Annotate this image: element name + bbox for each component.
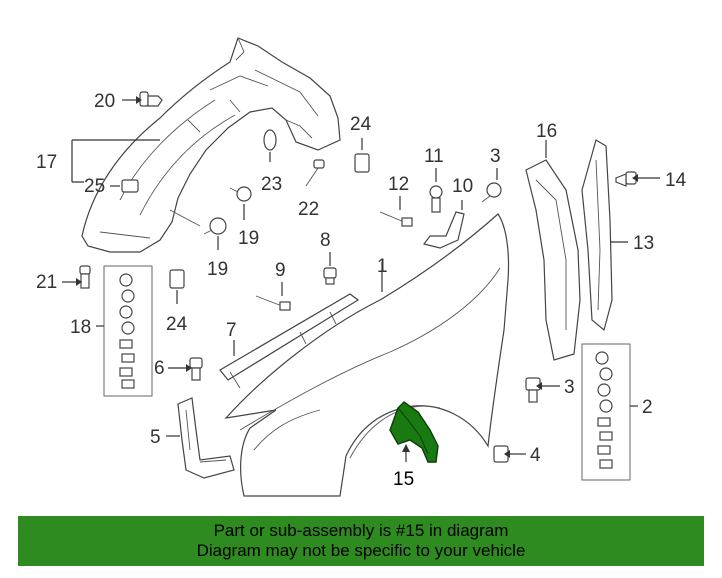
label-21: 21 [36,272,57,293]
part-13-seal [581,139,613,332]
label-6: 6 [154,358,165,379]
leader-arrowheads [76,96,638,458]
arrow-15-icon [402,444,410,452]
part-20-clip [139,91,163,107]
label-8: 8 [320,230,331,251]
part-16-strip [525,159,581,361]
part-5-bracket [177,397,235,479]
label-19-lower: 19 [207,259,228,280]
part-6-bolt [189,357,203,381]
part-3-bolt-upper [481,182,502,203]
part-19-bolt-lower [203,217,227,235]
label-17: 17 [36,152,57,173]
label-12: 12 [388,174,409,195]
label-3-upper: 3 [490,146,501,167]
part-3-bolt-lower [525,377,541,403]
part-10-bracket [422,211,465,249]
label-9: 9 [275,260,286,281]
label-3-lower: 3 [564,377,575,398]
notice-banner: Part or sub-assembly is #15 in diagram D… [18,516,704,566]
label-18: 18 [70,317,91,338]
label-15: 15 [393,469,414,490]
part-12-bolt [379,211,413,227]
label-13: 13 [633,233,654,254]
kit-18-box [103,265,153,397]
part-25-nut [121,179,139,193]
part-24-clip-upper [354,153,370,173]
fender-panel [224,213,510,497]
kit-18-fasteners [119,273,135,389]
label-5: 5 [150,427,161,448]
label-2: 2 [642,397,653,418]
banner-line-1: Part or sub-assembly is #15 in diagram [213,521,509,540]
label-11: 11 [424,146,444,167]
fender-liner-part [81,37,341,253]
part-22-bolt [305,159,325,187]
label-19-upper: 19 [238,228,259,249]
label-24-lower: 24 [166,314,188,335]
label-22: 22 [298,199,319,220]
part-11-bolt [429,185,443,213]
part-9-bolt [255,295,291,311]
leader-17 [71,139,160,183]
label-1: 1 [377,256,388,277]
part-8-nut [323,267,337,285]
part-15-highlighted [389,401,439,463]
part-19-bolt-upper [229,186,252,202]
kit-2-fasteners [595,351,613,469]
part-23-washer [263,129,277,151]
label-23: 23 [261,174,282,195]
label-25: 25 [84,176,105,197]
label-16: 16 [536,121,557,142]
part-21-bolt [79,265,91,289]
label-4: 4 [530,445,541,466]
label-14: 14 [665,170,687,191]
part-14-clip [615,171,637,187]
label-24-upper: 24 [350,114,372,135]
kit-2-box [581,343,631,481]
label-10: 10 [452,176,473,197]
label-7: 7 [226,320,237,341]
part-7-rail [219,293,360,389]
banner-line-2: Diagram may not be specific to your vehi… [196,541,526,560]
label-20: 20 [94,91,115,112]
parts-diagram: 17 20 25 23 22 19 19 24 24 21 [36,37,687,497]
part-24-clip-lower [169,269,185,289]
